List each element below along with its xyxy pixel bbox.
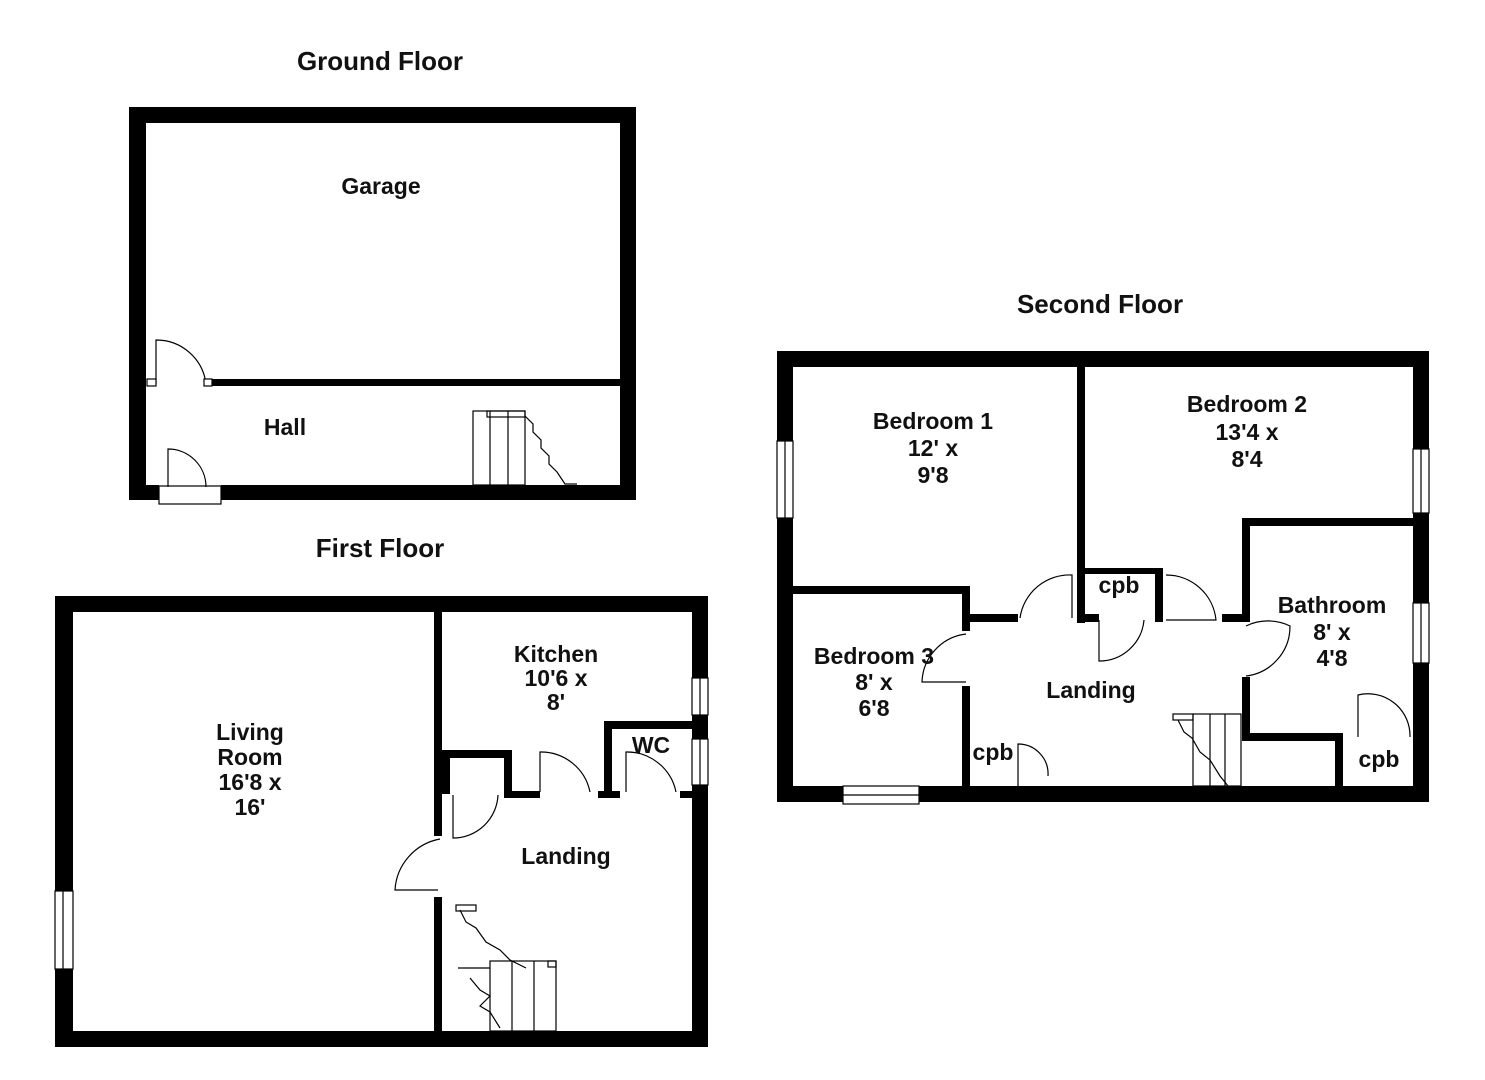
cpb-left-door-swing: [1017, 743, 1049, 786]
bedroom2-label-line2: 13'4 x: [1215, 419, 1278, 445]
bedroom3-label-line3: 6'8: [858, 695, 889, 721]
cpb-right-door-swing: [1357, 693, 1411, 738]
ground-wall-right: [620, 107, 636, 500]
landing-cpb-door-swing: [452, 794, 499, 839]
wc-wall-top: [604, 721, 694, 729]
first-wall-right-upper: [692, 596, 708, 678]
first-wall-right-mid: [692, 715, 708, 739]
ground-stairs: [472, 410, 577, 486]
bathroom-wall-left-lower: [1242, 677, 1250, 737]
second-wall-bottom-left: [777, 786, 843, 802]
first-wall-bottom: [55, 1031, 708, 1047]
bedroom1-label-line2: 12' x: [908, 435, 958, 461]
cpb-top-label: cpb: [1099, 572, 1140, 598]
cpb-top-wall-right: [1155, 568, 1163, 622]
bedroom3-wall-top: [789, 586, 970, 594]
first-wall-left-upper: [55, 596, 73, 891]
first-stairs: [455, 904, 557, 1032]
living-partition-upper: [434, 608, 442, 836]
living-door-swing: [394, 838, 441, 891]
first-floor-title: First Floor: [316, 533, 445, 563]
second-wall-left-upper: [777, 351, 793, 441]
bathroom-door-swing: [1245, 620, 1291, 677]
cpb-left-label: cpb: [973, 739, 1014, 765]
cpb-top-wall-bottom: [1077, 614, 1099, 622]
bathroom-label-line3: 4'8: [1316, 645, 1347, 671]
ground-floor-plan: Ground Floor Garage Hall: [129, 46, 636, 505]
bathroom-label-line2: 8' x: [1313, 619, 1351, 645]
kitchen-label-line2: 10'6 x: [524, 665, 587, 691]
kitchen-wall-c: [504, 791, 540, 798]
living-window: [54, 890, 74, 970]
living-label-line1: Living: [216, 719, 284, 745]
bedroom2-label-line3: 8'4: [1231, 446, 1262, 472]
first-floor-plan: First Floor: [54, 533, 709, 1047]
bathroom-wall-bottom: [1242, 733, 1342, 741]
garage-door-jamb-right: [203, 378, 213, 387]
kitchen-label-line3: 8': [547, 689, 565, 715]
garage-hall-partition: [208, 379, 621, 386]
first-wall-left-lower: [55, 969, 73, 1047]
living-label-line2: Room: [217, 744, 282, 770]
bedroom1-label-line3: 9'8: [917, 462, 948, 488]
garage-door-jamb-left: [146, 378, 157, 387]
living-label-line4: 16': [234, 794, 265, 820]
landing-cpb-wall: [442, 758, 450, 794]
garage-door-swing: [155, 339, 207, 385]
second-wall-top: [777, 351, 1429, 367]
ground-wall-top: [129, 107, 636, 123]
garage-label: Garage: [341, 173, 420, 199]
first-wall-top: [55, 596, 708, 612]
wc-label: WC: [632, 732, 670, 758]
second-floor-title: Second Floor: [1017, 289, 1183, 319]
first-wall-right-lower: [692, 785, 708, 1047]
kitchen-wall-b: [504, 750, 512, 798]
second-landing-label: Landing: [1046, 677, 1135, 703]
kitchen-label-line1: Kitchen: [514, 641, 598, 667]
cpb-top-wall-top: [1085, 568, 1163, 574]
bedroom3-label-line1: Bedroom 3: [814, 643, 934, 669]
kitchen-door-swing: [539, 751, 591, 793]
kitchen-wall-a: [442, 750, 512, 758]
bedroom1-wall-bottom: [962, 614, 1018, 622]
bathroom-wall-top: [1242, 518, 1417, 526]
bedroom2-door-swing: [1165, 574, 1217, 621]
bathroom-wall-left-upper: [1242, 518, 1250, 622]
bathroom-label-line1: Bathroom: [1278, 592, 1387, 618]
bedroom2-label-line1: Bedroom 2: [1187, 391, 1307, 417]
ground-floor-title: Ground Floor: [297, 46, 463, 76]
wc-wall-bottom: [680, 791, 694, 798]
second-wall-right-lower: [1413, 663, 1429, 802]
landing-wall-right-segment: [1222, 614, 1250, 622]
cpb-right-wall: [1335, 733, 1343, 790]
bedroom3-door-swing: [921, 633, 967, 683]
second-floor-plan: Second Floor: [776, 289, 1430, 805]
wc-wall-left: [604, 721, 612, 798]
ground-wall-bottom-right: [221, 485, 636, 500]
bedroom3-wall-right-upper: [962, 586, 970, 631]
living-label-line3: 16'8 x: [218, 769, 281, 795]
second-wall-left-lower: [777, 518, 793, 802]
front-door-threshold: [158, 485, 222, 505]
second-wall-right-upper: [1413, 351, 1429, 449]
ground-wall-left: [129, 107, 146, 500]
bedroom3-label-line2: 8' x: [855, 669, 893, 695]
bedroom1-label-line1: Bedroom 1: [873, 408, 993, 434]
second-wall-bottom-right: [919, 786, 1429, 802]
second-wall-right-mid: [1413, 513, 1429, 603]
cpb-top-door-swing: [1098, 619, 1145, 662]
bedroom1-door-swing: [1019, 574, 1073, 619]
second-stairs: [1172, 713, 1242, 787]
cpb-left-wall: [962, 733, 970, 790]
bedroom-partition: [1077, 363, 1085, 623]
wc-door-swing: [625, 751, 677, 793]
ground-wall-bottom-left: [129, 485, 159, 500]
hall-label: Hall: [264, 414, 306, 440]
front-door-swing: [167, 448, 207, 488]
living-partition-lower: [434, 897, 442, 1037]
cpb-right-label: cpb: [1359, 746, 1400, 772]
first-landing-label: Landing: [521, 843, 610, 869]
